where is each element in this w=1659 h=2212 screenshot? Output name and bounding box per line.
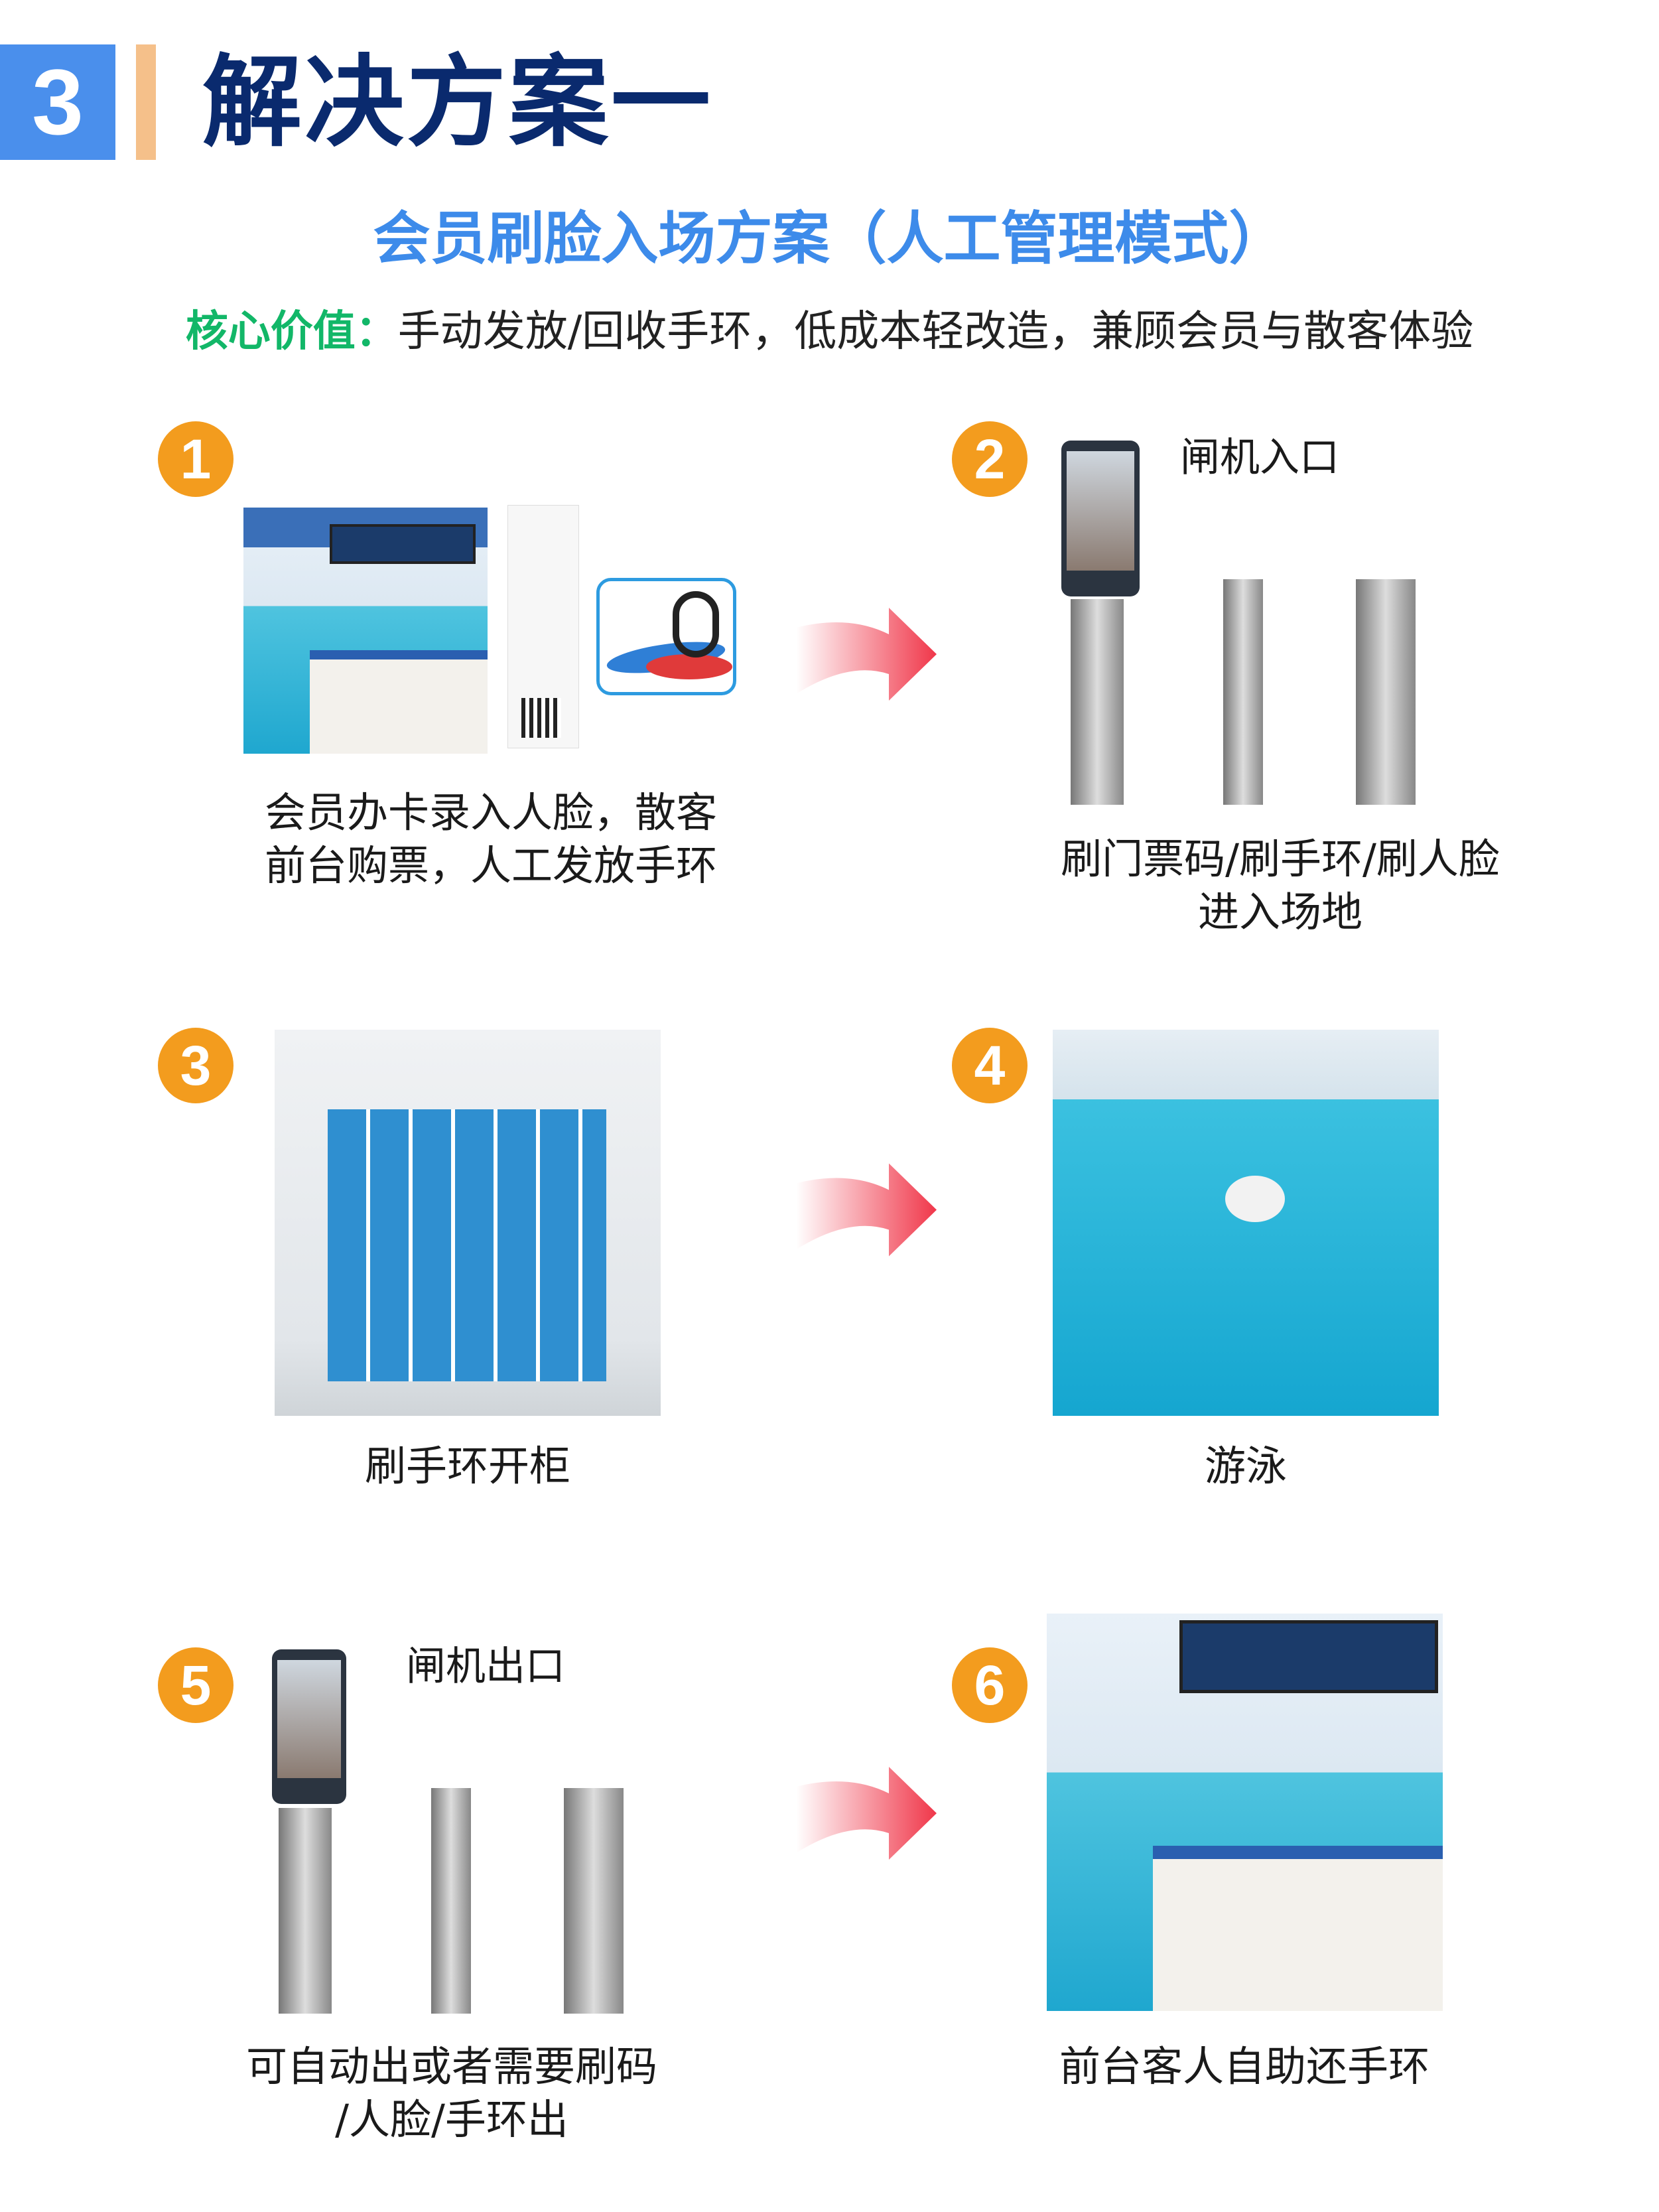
turnstile-image: [272, 1788, 633, 2017]
arrow-right-icon: [796, 1767, 937, 1860]
turnstile-image: [1064, 579, 1426, 808]
step-4-badge: 4: [952, 1028, 1028, 1103]
core-value-text: 手动发放/回收手环，低成本轻改造，兼顾会员与散客体验: [397, 307, 1474, 356]
reception-desk-image: [243, 508, 488, 754]
caption-line: 刷门票码/刷手环/刷人脸: [1061, 835, 1500, 883]
caption-line: 会员办卡录入人脸，散客: [264, 788, 717, 837]
locker-image: [275, 1030, 661, 1416]
step-4-caption: 游泳: [1204, 1442, 1287, 1490]
caption-line: 前台购票，人工发放手环: [264, 841, 717, 890]
section-number: 3: [0, 44, 115, 160]
face-terminal-image: [272, 1649, 346, 1804]
gate-entrance-label: 闸机入口: [1180, 435, 1339, 481]
step-3-caption: 刷手环开柜: [364, 1442, 570, 1490]
caption-line: 进入场地: [1197, 888, 1362, 936]
accent-bar: [136, 44, 156, 160]
step-6-badge: 6: [952, 1647, 1028, 1723]
page-title: 解决方案一: [202, 45, 714, 161]
caption-line: /人脸/手环出: [335, 2095, 568, 2144]
swimming-image: [1053, 1030, 1439, 1416]
face-terminal-image: [1061, 441, 1140, 596]
step-5-badge: 5: [158, 1647, 233, 1723]
step-5-caption: 可自动出或者需要刷码 /人脸/手环出: [186, 2040, 717, 2146]
front-desk-image: [1047, 1614, 1443, 2011]
step-2-caption: 刷门票码/刷手环/刷人脸 进入场地: [1015, 833, 1546, 939]
step-6-caption: 前台客人自助还手环: [1059, 2042, 1429, 2091]
arrow-right-icon: [796, 608, 937, 701]
wristband-image: [596, 578, 736, 695]
receipt-image: [507, 505, 579, 748]
step-1-caption: 会员办卡录入人脸，散客 前台购票，人工发放手环: [226, 786, 756, 892]
arrow-right-icon: [796, 1161, 937, 1259]
step-1-badge: 1: [158, 421, 233, 497]
caption-line: 可自动出或者需要刷码: [245, 2042, 657, 2091]
core-value-label: 核心价值：: [185, 307, 398, 356]
step-3-badge: 3: [158, 1028, 233, 1103]
step-2-badge: 2: [952, 421, 1028, 497]
gate-exit-label: 闸机出口: [406, 1643, 565, 1690]
core-value: 核心价值：手动发放/回收手环，低成本轻改造，兼顾会员与散客体验: [0, 302, 1659, 362]
subtitle: 会员刷脸入场方案（人工管理模式）: [373, 206, 1286, 272]
